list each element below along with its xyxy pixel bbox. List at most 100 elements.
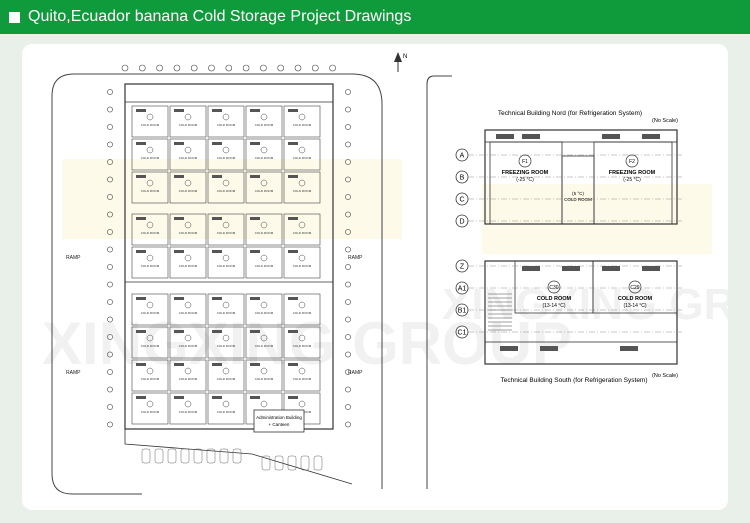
evaporator-unit [212, 217, 222, 220]
room-c29-temp: (13-14 °C) [623, 303, 646, 309]
column-marker [107, 386, 113, 393]
column-marker [107, 246, 113, 253]
evaporator-unit [522, 266, 540, 271]
axis-label: A1 [458, 286, 467, 293]
cold-room-label: COLD ROOM [293, 264, 312, 268]
column-marker [345, 369, 351, 375]
evaporator-unit [174, 175, 184, 178]
room-marker [146, 254, 154, 262]
room-marker [184, 367, 192, 375]
evaporator-unit [288, 396, 298, 399]
column-marker [345, 159, 351, 165]
column-marker [345, 106, 351, 113]
cold-room-cell [169, 359, 207, 392]
parking-car [167, 448, 177, 464]
column-marker [345, 124, 351, 130]
room-marker [298, 113, 306, 121]
cold-room-label: COLD ROOM [293, 311, 312, 315]
cold-room-cell [283, 293, 321, 326]
evaporator-unit [136, 330, 146, 333]
column-marker [260, 64, 267, 72]
evaporator-unit [250, 396, 260, 399]
site-road [51, 73, 452, 495]
column-marker [345, 386, 351, 393]
room-marker [146, 301, 154, 309]
cold-room-label: COLD ROOM [179, 344, 198, 348]
evaporator-unit [642, 266, 660, 271]
column-marker [345, 421, 351, 428]
cold-room-label: COLD ROOM [141, 231, 160, 235]
warehouse: COLD ROOM COLD ROOM COLD ROOM COLD ROOM COLD… [124, 83, 334, 430]
page-title: Quito,Ecuador banana Cold Storage Projec… [28, 8, 412, 25]
ramp-label-left: RAMP [66, 255, 81, 261]
evaporator-unit [136, 250, 146, 253]
evaporator-unit [212, 109, 222, 112]
cold-room-label: COLD ROOM [179, 311, 198, 315]
cold-room-cell [245, 246, 283, 279]
evaporator-unit [212, 175, 222, 178]
evaporator-unit [642, 134, 660, 139]
cold-room-cell [207, 138, 245, 171]
cold-room-cell [245, 213, 283, 246]
column-marker [107, 211, 113, 218]
room-marker [146, 400, 154, 408]
column-markers-side [107, 89, 351, 428]
cold-room-cell [169, 293, 207, 326]
cold-room-cell [207, 213, 245, 246]
cold-room-cell [283, 138, 321, 171]
room-marker [260, 113, 268, 121]
room-marker [184, 254, 192, 262]
admin-building-sublabel: + Canteen [269, 422, 290, 427]
column-marker [121, 64, 129, 72]
column-marker [345, 404, 351, 410]
column-marker [107, 106, 113, 113]
axis-label: B1 [458, 308, 467, 315]
watermark-text-left: XINGXING GROUP [42, 310, 572, 377]
evaporator-unit [174, 142, 184, 145]
cold-room-cell [169, 246, 207, 279]
column-marker [345, 316, 351, 323]
cold-room-label: COLD ROOM [293, 231, 312, 235]
cold-room-cell [131, 213, 169, 246]
evaporator-unit [288, 175, 298, 178]
column-marker [107, 194, 113, 200]
room-marker [298, 301, 306, 309]
column-marker [345, 211, 351, 218]
cold-room-label: COLD ROOM [141, 123, 160, 127]
page-header: Quito,Ecuador banana Cold Storage Projec… [0, 0, 750, 34]
evaporator-unit [136, 142, 146, 145]
room-marker [298, 254, 306, 262]
evaporator-unit [288, 330, 298, 333]
middle-room-temp: (5 °C) [572, 191, 584, 196]
evaporator-unit [562, 266, 580, 271]
cold-room-label: COLD ROOM [217, 231, 236, 235]
column-marker [107, 89, 113, 95]
cold-room-label: COLD ROOM [255, 231, 274, 235]
evaporator-unit [174, 363, 184, 366]
cold-room-label: COLD ROOM [179, 410, 198, 414]
room-marker [260, 400, 268, 408]
axis-label: C [459, 197, 464, 204]
cold-room-label: COLD ROOM [179, 231, 198, 235]
room-marker [260, 146, 268, 154]
room-marker [184, 113, 192, 121]
column-marker [107, 316, 113, 323]
cold-room-cell [207, 392, 245, 425]
evaporator-unit [212, 330, 222, 333]
cold-room-label: COLD ROOM [217, 410, 236, 414]
parking-car [274, 455, 284, 471]
evaporator-unit [174, 109, 184, 112]
cold-room-cell [169, 138, 207, 171]
drawing-card: XINGXING GROUP XINGXING GROUP N COLD ROO… [22, 44, 728, 510]
room-marker [298, 367, 306, 375]
column-marker [107, 369, 113, 375]
cold-room-cell [245, 326, 283, 359]
cold-room-label: COLD ROOM [293, 377, 312, 381]
cold-room-cell [169, 105, 207, 138]
cold-room-cell [207, 246, 245, 279]
cold-room-cell [245, 138, 283, 171]
admin-building-label: Administration Building [256, 415, 302, 420]
room-marker [260, 221, 268, 229]
room-marker [184, 334, 192, 342]
cold-room-cell [131, 359, 169, 392]
